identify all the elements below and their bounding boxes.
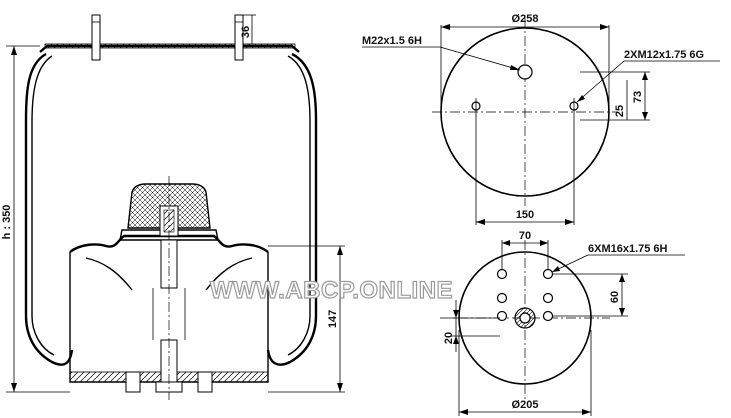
top-span-label: 150 [516, 209, 534, 221]
top-thread-label: 2XM12x1.75 6G [624, 49, 704, 61]
center-thread-hole [517, 64, 533, 80]
bottom-offset-20-label: 20 [443, 332, 455, 344]
bellow-left [24, 52, 74, 366]
top-stud-left [91, 14, 101, 61]
center-thread-label: M22x1.5 6H [362, 35, 422, 47]
piston-bottom-view: 70 6XM16x1.75 6H 60 20 Ø205 [440, 230, 685, 416]
top-offset-25-label: 25 [614, 105, 626, 117]
bottom-thread-label: 6XM16x1.75 6H [588, 243, 668, 255]
bottom-bolt-holes [496, 268, 554, 322]
top-plate-view: Ø258 M22x1.5 6H 2XM12x1.75 6G 73 25 150 [362, 13, 720, 225]
bottom-offset-60-label: 60 [609, 291, 621, 303]
side-section-view: h : 350 36 147 [1, 14, 345, 400]
height-label: h : 350 [1, 205, 13, 240]
bottom-span-label: 70 [519, 230, 531, 242]
bellow-right [266, 52, 318, 366]
bottom-diameter-label: Ø205 [512, 399, 539, 411]
top-stud-right [234, 14, 244, 61]
stud-height-label: 36 [240, 26, 252, 38]
lower-height-label: 147 [327, 310, 339, 328]
top-offset-73-label: 73 [632, 91, 644, 103]
top-diameter-label: Ø258 [512, 13, 539, 25]
watermark: WWW.ABCP.ONLINE [210, 277, 453, 304]
